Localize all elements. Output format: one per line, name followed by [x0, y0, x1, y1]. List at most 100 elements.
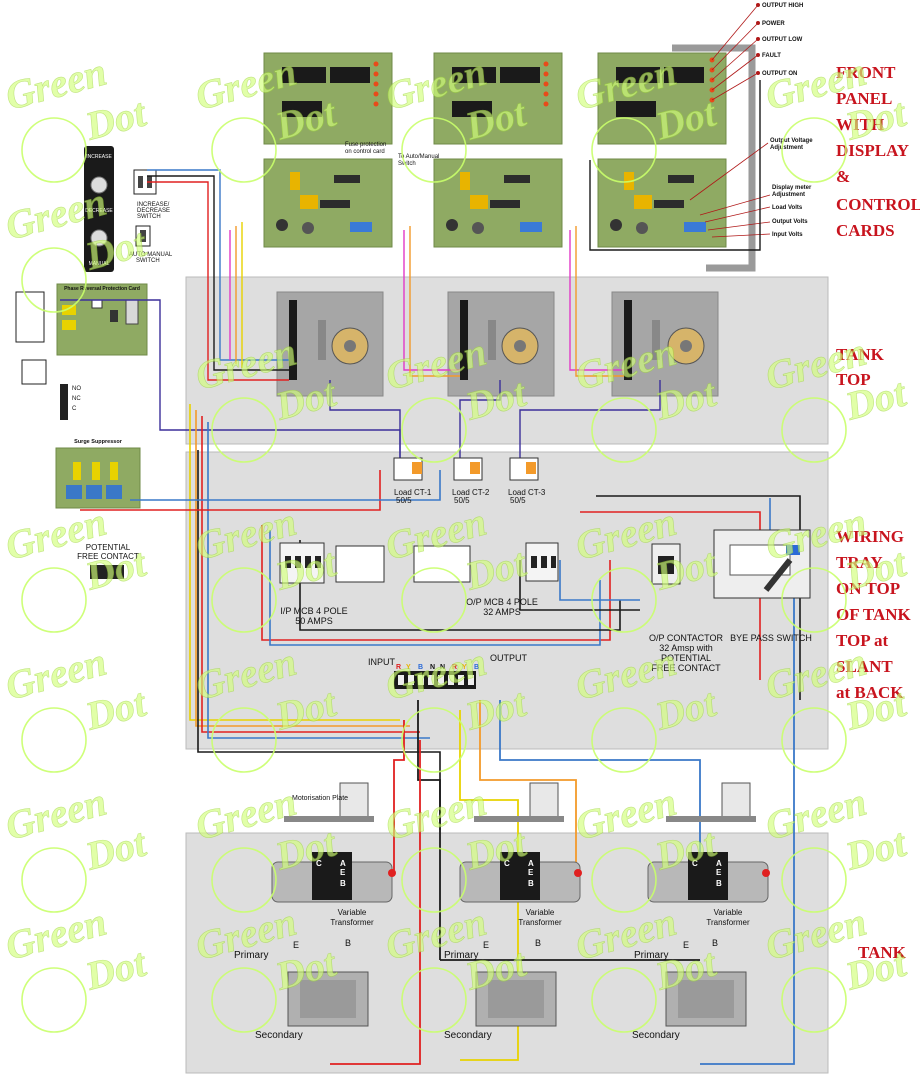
label-primary-2: Primary — [444, 950, 478, 961]
wiring-tray-label: WIRING TRAY ON TOP OF TANK TOP at SLANT … — [836, 527, 912, 702]
watermark-ring — [401, 847, 467, 913]
wiring-tray-line-4: OF TANK — [836, 605, 912, 624]
transformer-1 — [287, 971, 369, 1027]
control-card-1 — [263, 158, 393, 248]
wiring-tray-line-6: SLANT — [836, 657, 893, 676]
servo-unit-3 — [611, 291, 719, 397]
label-op-contactor-1: O/P CONTACTOR — [649, 633, 724, 643]
ribbon-cable — [672, 44, 756, 272]
tap-b-3: B — [712, 938, 718, 948]
terminal-letter-r1: R — [396, 664, 401, 671]
op-terminal-block — [413, 545, 471, 583]
wiring-tray-panel — [185, 451, 829, 750]
label-potential-free-2: FREE CONTACT — [77, 552, 139, 561]
label-ct-2-rating: 50/5 — [454, 496, 470, 505]
label-surge-suppressor: Surge Suppressor — [74, 439, 123, 445]
tank-label: TANK — [858, 943, 907, 962]
watermark-text: Dot — [840, 539, 912, 599]
label-auto-manual-note-1: To Auto/Manual — [398, 154, 439, 160]
label-output: OUTPUT — [490, 653, 528, 663]
phase-reversal-card — [56, 283, 148, 356]
watermark-ring — [591, 567, 657, 633]
label-display-meter-adj-2: Adjustment — [772, 192, 805, 198]
watermark-ring — [21, 707, 87, 773]
terminal-letters: R Y B N N R Y B — [396, 664, 479, 671]
watermark-text: Dot — [460, 679, 532, 739]
motor-1 — [284, 782, 374, 822]
variac-1 — [271, 852, 396, 903]
label-variac-2-b: Transformer — [518, 918, 562, 927]
watermark-ring — [21, 847, 87, 913]
wiring-tray-line-2: TRAY — [836, 553, 883, 572]
label-output-low: OUTPUT LOW — [762, 37, 803, 43]
var2-b: B — [528, 879, 534, 888]
servo-unit-1 — [276, 291, 384, 397]
motor-3 — [666, 782, 756, 822]
wiring-tray-line-3: ON TOP — [836, 579, 900, 598]
motor-2 — [474, 782, 564, 822]
label-inc-dec-switch-1: INCREASE/ — [137, 202, 170, 208]
op-mcb — [525, 542, 559, 582]
watermark-ring — [591, 707, 657, 773]
label-fuse-protection-2: on control card — [345, 149, 385, 155]
indicator-leaders — [689, 4, 771, 238]
tap-e-2: E — [483, 940, 489, 950]
watermark-ring — [781, 967, 847, 1033]
auto-manual-switch — [135, 225, 151, 247]
terminal-letter-b2: B — [474, 664, 479, 671]
ct-1 — [393, 457, 423, 481]
watermark-ring — [21, 967, 87, 1033]
front-panel-line-4: DISPLAY — [836, 141, 909, 160]
watermark-ring — [591, 967, 657, 1033]
label-secondary-1: Secondary — [255, 1030, 303, 1041]
label-secondary-2: Secondary — [444, 1030, 492, 1041]
label-auto-manual-switch-1: AUTO MANUAL — [129, 252, 173, 258]
label-nc: NC — [72, 396, 81, 402]
label-output-on: OUTPUT ON — [762, 71, 797, 77]
watermark-text: Dot — [80, 819, 152, 879]
var2-c: C — [504, 859, 510, 868]
tap-b-1: B — [345, 938, 351, 948]
variac-2 — [459, 852, 582, 903]
display-card-1 — [263, 52, 393, 145]
label-inc-dec-switch-2: DECREASE — [137, 208, 170, 214]
inc-dec-panel — [84, 146, 114, 272]
label-display-meter-adj-1: Display meter — [772, 185, 812, 191]
watermark-ring — [211, 117, 277, 183]
label-output-voltage-adj-2: Adjustment — [770, 145, 803, 151]
front-panel-label: FRONT PANEL WITH DISPLAY & CONTROL CARDS — [836, 63, 920, 240]
watermark-ring — [21, 247, 87, 313]
watermark-text: Dot — [80, 939, 152, 999]
terminal-letter-n2: N — [440, 664, 445, 671]
watermark-ring — [401, 707, 467, 773]
label-variac-2-a: Variable — [526, 908, 555, 917]
label-input-volts: Input Volts — [772, 232, 803, 238]
label-variac-3-b: Transformer — [706, 918, 750, 927]
var3-c: C — [692, 859, 698, 868]
watermark-ring — [401, 967, 467, 1033]
watermark-text: Dot — [80, 89, 152, 149]
variac-letters: C A E B C A E B C A E B — [316, 859, 722, 888]
potential-free-connector — [90, 565, 124, 579]
label-auto-manual-switch-2: SWITCH — [136, 258, 160, 264]
label-output-voltage-adj-1: Output Voltage — [770, 138, 813, 144]
label-manual: MANUAL — [89, 261, 110, 267]
var3-e: E — [716, 868, 722, 877]
watermark-ring — [781, 567, 847, 633]
front-panel-line-7: CARDS — [836, 221, 895, 240]
label-op-contactor-2: 32 Amsp with — [659, 643, 713, 653]
label-phase-reversal-card: Phase Reversal Protection Card — [64, 286, 140, 292]
tray-wiring — [80, 404, 801, 830]
watermark-ring — [401, 117, 467, 183]
input-output-terminal-strip — [394, 671, 476, 689]
label-variac-3-a: Variable — [714, 908, 743, 917]
control-card-3 — [597, 158, 727, 248]
watermark-ring — [211, 967, 277, 1033]
label-ct-1: Load CT-1 — [394, 488, 432, 497]
label-op-contactor-3: POTENTIAL — [661, 653, 711, 663]
watermark-ring — [211, 567, 277, 633]
label-ct-2: Load CT-2 — [452, 488, 490, 497]
wiring-tray-line-7: at BACK — [836, 683, 904, 702]
label-inc-dec-switch-3: SWITCH — [137, 214, 161, 220]
